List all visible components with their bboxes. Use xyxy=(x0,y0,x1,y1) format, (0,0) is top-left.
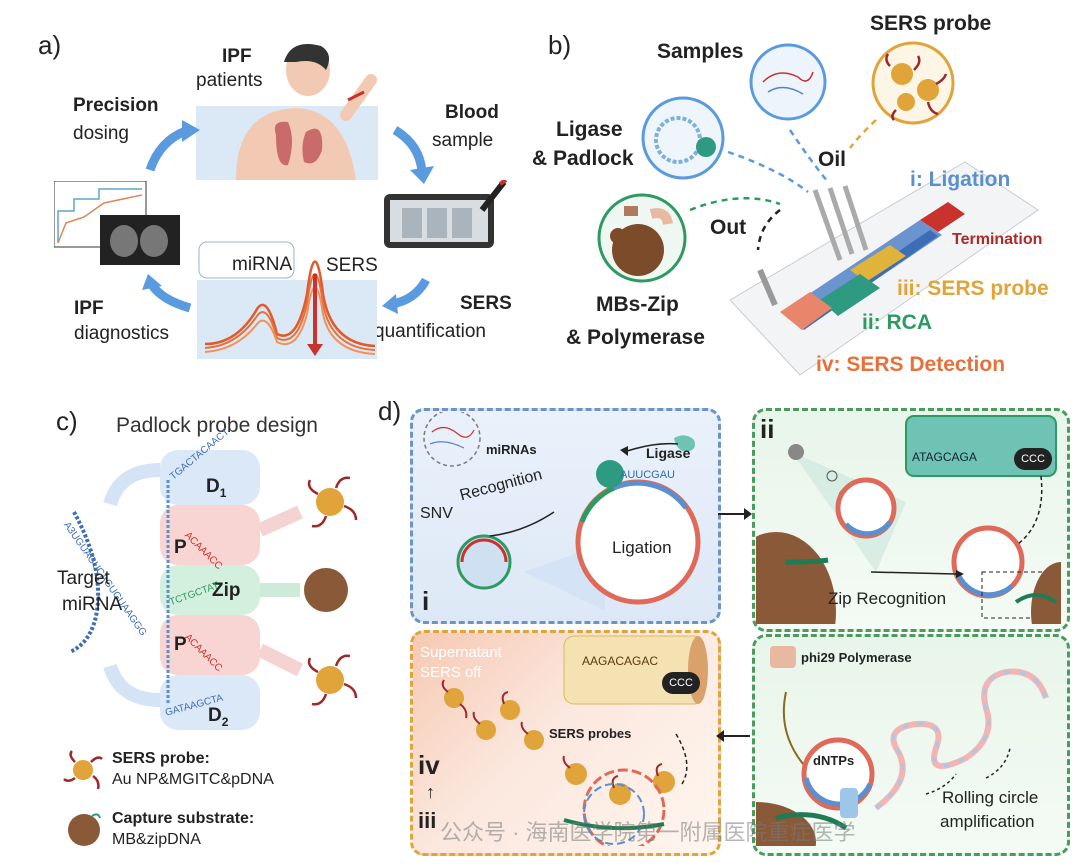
sers-label: SERS xyxy=(326,255,378,276)
sers-probe-label: SERS probe xyxy=(870,12,992,35)
blood-sample-device xyxy=(382,178,508,250)
patient-illustration xyxy=(196,40,378,180)
roc-ct-image xyxy=(53,180,184,266)
panel-d-letter: d) xyxy=(378,396,402,426)
label-iii: iii xyxy=(418,808,437,833)
label-ii: ii xyxy=(760,414,775,444)
sers-probe-circle xyxy=(870,40,956,126)
target-label: Target xyxy=(57,568,110,589)
step-iii-label: iii: SERS probe xyxy=(897,277,1049,300)
amplification-label: amplification xyxy=(940,812,1035,831)
rca-diagram xyxy=(756,646,1049,846)
label-iv: iv xyxy=(418,750,440,780)
mbs-zip-label: MBs-Zip xyxy=(596,293,679,316)
label-i: i xyxy=(422,586,430,616)
ipf-patients-bold: IPF xyxy=(222,46,252,67)
p1-label: P xyxy=(174,537,187,558)
termination-label: Termination xyxy=(952,231,1043,248)
sers-probes-label: SERS probes xyxy=(549,726,632,741)
d1-sub: 1 xyxy=(219,485,227,500)
snv-label: SNV xyxy=(420,505,453,522)
step-iv-label: iv: SERS Detection xyxy=(816,353,1006,376)
d1-label: D1 xyxy=(206,476,226,500)
precision-bold: Precision xyxy=(73,95,159,116)
ligase-d-label: Ligase xyxy=(646,445,691,461)
phi29-label: phi29 Polymerase xyxy=(801,650,912,665)
legend-sers-probe-text: Au NP&MGITC&pDNA xyxy=(112,771,274,788)
d2-label: D2 xyxy=(208,705,228,729)
mbs-zip-circle xyxy=(596,192,688,284)
cycle-arrows xyxy=(142,120,434,314)
seq-zip-box: ATAGCAGA xyxy=(912,450,977,464)
ipf-patients-label: patients xyxy=(196,70,263,91)
target-mirna-label: miRNA xyxy=(62,594,123,615)
seq-orange: AAGACAGAC xyxy=(582,654,659,668)
supernatant-label: Supernatant xyxy=(420,644,502,661)
step-i-label: i: Ligation xyxy=(910,168,1011,191)
panel-a-letter: a) xyxy=(38,30,62,60)
watermark: 公众号 · 海南医学院第一附属医院重症医学 xyxy=(440,820,856,845)
mirnas-label: miRNAs xyxy=(486,442,537,457)
ipf-diag-label: diagnostics xyxy=(74,323,170,344)
ligation-label: Ligation xyxy=(612,538,672,557)
sers-spectrum xyxy=(197,234,377,359)
sers-off-label: SERS off xyxy=(420,664,482,681)
panel-b-letter: b) xyxy=(548,30,572,60)
ligase-label: Ligase xyxy=(556,118,623,141)
sers-bold: SERS xyxy=(460,293,512,314)
polymerase-label: & Polymerase xyxy=(566,326,705,349)
legend-capture-bold: Capture substrate: xyxy=(112,810,255,827)
mirna-label: miRNA xyxy=(232,254,293,275)
ccc-badge-iv: CCC xyxy=(662,672,700,694)
padlock-design-title: Padlock probe design xyxy=(116,414,318,437)
blood-bold: Blood xyxy=(445,102,499,123)
box-connector-arrows xyxy=(716,508,752,742)
legend-sers-probe-icon xyxy=(60,747,106,793)
microfluidic-chip xyxy=(720,150,1040,390)
blood-label: sample xyxy=(432,130,494,151)
iv-up-arrow: ↑ xyxy=(426,782,435,802)
samples-circle xyxy=(748,42,828,122)
padlock-label: & Padlock xyxy=(532,147,634,170)
sers-quant-label: quantification xyxy=(374,321,486,342)
ligation-diagram xyxy=(423,412,701,610)
d1-text: D xyxy=(206,476,220,497)
zip-recog-label: Zip Recognition xyxy=(828,589,947,608)
legend-sers-probe-bold: SERS probe: xyxy=(112,750,210,767)
seq-top: AUUCGAU xyxy=(620,469,676,481)
p2-label: P xyxy=(174,634,187,655)
zip-label: Zip xyxy=(212,580,241,601)
ccc-badge-ii: CCC xyxy=(1014,448,1052,470)
step-ii-label: ii: RCA xyxy=(862,311,932,334)
precision-label: dosing xyxy=(73,123,129,144)
d2-text: D xyxy=(208,705,222,726)
samples-label: Samples xyxy=(657,40,744,63)
d2-sub: 2 xyxy=(221,714,229,729)
dntps-label: dNTPs xyxy=(813,753,855,768)
panel-b-arrows xyxy=(689,119,877,251)
legend-capture-icon xyxy=(64,808,104,848)
ligase-padlock-circle xyxy=(640,95,726,181)
oil-label: Oil xyxy=(818,148,847,171)
padlock-probe-diagram xyxy=(60,440,390,740)
out-label: Out xyxy=(710,216,747,239)
ipf-diag-bold: IPF xyxy=(74,298,104,319)
legend-capture-text: MB&zipDNA xyxy=(112,831,201,848)
zip-recognition-diagram xyxy=(756,415,1061,624)
panel-c-letter: c) xyxy=(56,406,78,436)
rolling-label: Rolling circle xyxy=(942,788,1039,807)
